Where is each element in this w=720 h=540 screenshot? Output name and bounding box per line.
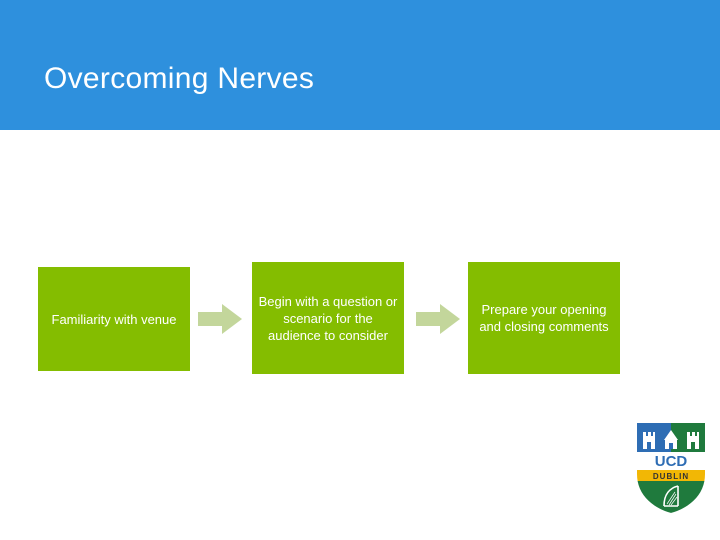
process-step-3: Prepare your opening and closing comment… [468,262,620,374]
arrow-right-icon-2 [416,304,460,334]
process-diagram: Familiarity with venue Begin with a ques… [0,262,720,374]
ucd-dublin-logo: UCD DUBLIN [634,420,708,516]
process-step-2: Begin with a question or scenario for th… [252,262,404,374]
arrow-right-icon-1 [198,304,242,334]
page-title: Overcoming Nerves [44,62,315,95]
process-step-1-label: Familiarity with venue [51,311,177,327]
slide-header-band [0,0,720,130]
svg-text:DUBLIN: DUBLIN [653,472,689,481]
process-step-3-label: Prepare your opening and closing comment… [479,302,609,334]
process-step-2-label: Begin with a question or scenario for th… [258,293,398,343]
svg-text:UCD: UCD [655,453,688,470]
process-step-1: Familiarity with venue [38,267,190,371]
